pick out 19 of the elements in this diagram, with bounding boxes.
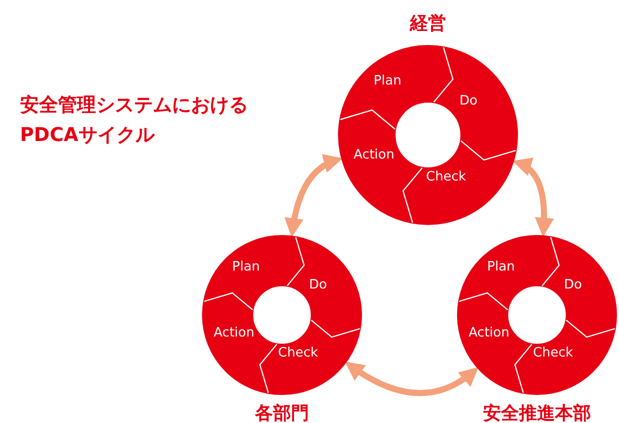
node-heading: 安全推進本部 [483, 402, 591, 423]
double-arrow [284, 155, 343, 238]
cycle-step-label: Action [354, 147, 394, 162]
double-arrow [512, 158, 554, 237]
cycle-step-label: Check [426, 170, 466, 185]
diagram-title: 安全管理システムにおける PDCAサイクル [20, 93, 249, 148]
cycle-step-label: Action [468, 325, 510, 340]
cycle-step-label: Plan [374, 74, 402, 88]
cycle-step-label: Check [533, 345, 573, 360]
double-arrow [344, 362, 479, 396]
cycle-step-label: Action [214, 325, 254, 340]
cycle-step-label: Do [564, 277, 582, 292]
cycle-step-label: Check [278, 345, 318, 360]
node-heading: 経営 [410, 12, 446, 35]
cycle-step-label: Plan [232, 260, 260, 274]
cycle-step-label: Do [460, 93, 478, 108]
cycle-step-label: Do [309, 277, 327, 292]
cycle-step-label: Plan [487, 260, 515, 274]
node-heading: 各部門 [255, 402, 309, 423]
